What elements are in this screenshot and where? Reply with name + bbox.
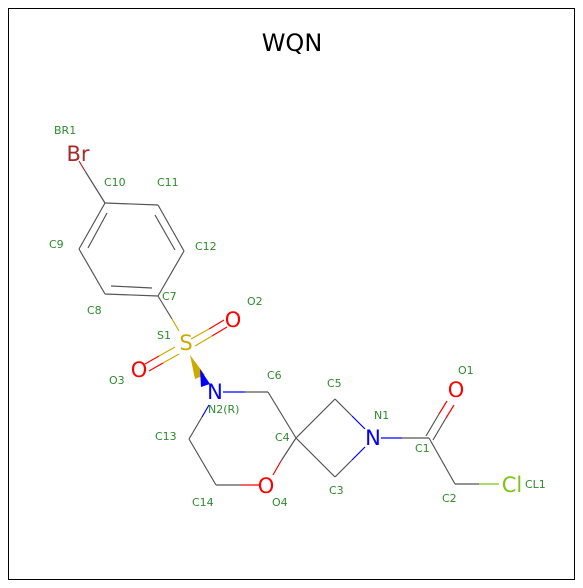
atom-o4: O: [258, 474, 275, 498]
bond-c7-c8: [104, 293, 159, 297]
atom-n1: N: [365, 426, 381, 450]
label-o2: O2: [247, 295, 263, 308]
benzene-ring: [78, 202, 185, 297]
bond-inner-c7-c8: [110, 285, 153, 289]
bond-c7-s: [157, 295, 173, 320]
bond-c10-c11: [104, 202, 159, 206]
bond-c1-o1: [425, 400, 455, 441]
bond-br-end: [78, 160, 86, 172]
bond-c9-c10: [78, 202, 106, 250]
label-c7: C7: [162, 290, 177, 303]
bond-c8-c9: [78, 248, 106, 295]
bond-c12-c7: [157, 250, 185, 297]
atom-o3: O: [131, 358, 148, 382]
atom-o2: O: [225, 308, 242, 332]
label-c4: C4: [275, 431, 290, 444]
label-c3: C3: [329, 484, 344, 497]
label-c8: C8: [87, 304, 102, 317]
morpholine-ring: [188, 391, 297, 486]
molecule-diagram: WQN: [49, 29, 546, 509]
diagram-frame: WQN: [8, 8, 575, 580]
label-n1: N1: [374, 409, 389, 422]
label-n2: N2(R): [208, 403, 239, 416]
label-c2: C2: [442, 492, 457, 505]
label-c10: C10: [104, 176, 126, 189]
atom-o1: O: [448, 378, 465, 402]
label-s1: S1: [157, 329, 171, 342]
bond-s-o2: [190, 319, 228, 347]
label-o3: O3: [109, 374, 125, 387]
atom-n2: N: [207, 380, 223, 404]
bond-c11-c12: [157, 204, 185, 252]
bond-s-o3: [144, 346, 180, 372]
label-o4: O4: [272, 496, 288, 509]
bond-c7-s-end: [171, 318, 180, 332]
bond-inner-c9-c10: [87, 212, 108, 249]
atom-s: S: [179, 331, 192, 355]
bond-inner-c11-c12: [154, 214, 176, 251]
label-c1: C1: [415, 442, 430, 455]
label-c6: C6: [267, 369, 282, 382]
label-o1: O1: [458, 364, 474, 377]
atom-cl: Cl: [502, 473, 523, 497]
label-c14: C14: [192, 496, 214, 509]
label-c12: C12: [195, 240, 217, 253]
label-c13: C13: [155, 430, 177, 443]
atom-br: Br: [66, 142, 89, 166]
label-c9: C9: [49, 238, 64, 251]
wedge-s-n2-lower: [200, 369, 210, 387]
label-cl1: CL1: [525, 478, 546, 491]
label-br1: BR1: [54, 124, 76, 137]
diagram-title: WQN: [262, 29, 323, 57]
label-c5: C5: [327, 377, 342, 390]
bond-c10-br: [84, 170, 106, 204]
label-c11: C11: [157, 176, 179, 189]
bond-c1-c2: [428, 437, 456, 485]
azetidine-ring: [295, 398, 366, 478]
